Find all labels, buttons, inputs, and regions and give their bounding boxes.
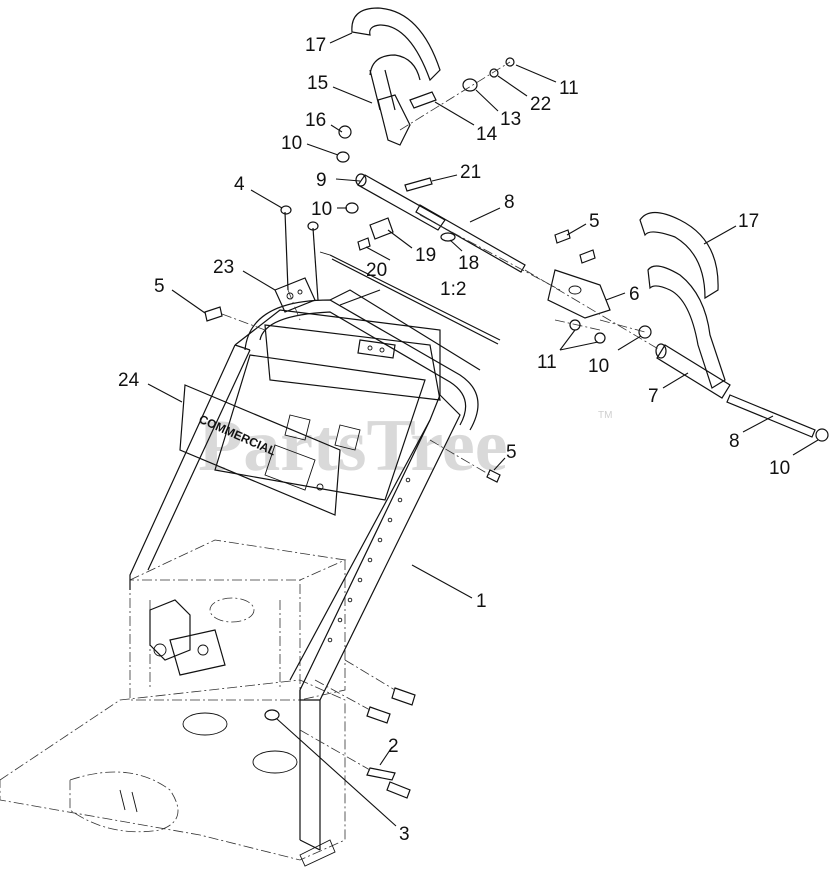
callout-3: 3 (399, 824, 410, 845)
leader-5a (566, 223, 587, 236)
callout-labels: 17 15 16 10 14 13 22 11 9 21 4 10 8 5 17… (118, 32, 819, 845)
callout-1: 1 (476, 591, 487, 612)
leader-3 (276, 718, 397, 827)
callout-15: 15 (307, 73, 328, 94)
callout-22: 22 (530, 94, 551, 115)
callout-5-upper: 5 (589, 211, 600, 232)
callout-20: 20 (366, 260, 387, 281)
leader-11b-1 (559, 329, 576, 351)
leader-11a (515, 64, 557, 83)
callout-24: 24 (118, 370, 140, 391)
leader-19 (387, 229, 413, 249)
callout-7: 7 (648, 386, 659, 407)
leader-15 (332, 86, 373, 104)
callout-8-top: 8 (504, 192, 515, 213)
base-plate (0, 679, 346, 867)
leader-21 (431, 174, 458, 182)
control-cable (319, 251, 501, 345)
leader-10a (306, 143, 339, 156)
callout-11-lower: 11 (537, 352, 557, 373)
handle-frame (129, 289, 481, 851)
callout-10-top: 10 (281, 133, 302, 154)
callout-21: 21 (460, 162, 481, 183)
callout-2: 2 (388, 736, 399, 757)
leader-24 (147, 383, 183, 403)
callout-19: 19 (415, 245, 436, 266)
leader-18 (449, 239, 463, 252)
leader-11b-2 (559, 341, 599, 351)
leader-8b (742, 415, 774, 433)
leader-20 (365, 246, 391, 261)
callout-11-top: 11 (559, 78, 579, 99)
callout-8-right: 8 (729, 431, 740, 452)
callout-6: 6 (629, 284, 640, 305)
watermark-trademark: TM (598, 410, 612, 421)
leader-9 (335, 178, 361, 182)
watermark: PartsTree (198, 405, 508, 487)
cable-ratio-label: 1:2 (440, 279, 466, 300)
callout-17-right: 17 (738, 211, 759, 232)
callout-17-top: 17 (305, 35, 326, 56)
leader-16 (330, 124, 343, 133)
decal-23 (274, 277, 316, 313)
callout-10-right: 10 (588, 356, 609, 377)
leader-14 (434, 101, 475, 126)
leader-1 (411, 564, 473, 599)
leader-6 (605, 292, 626, 301)
upper-grip-assembly (280, 7, 561, 321)
callout-5-left: 5 (154, 276, 165, 297)
leader-5c (493, 457, 506, 471)
leader-8a (469, 207, 501, 223)
leader-13 (475, 89, 499, 112)
leader-2 (379, 746, 393, 766)
leader-4 (250, 189, 283, 209)
callout-10-far-right: 10 (769, 458, 790, 479)
lower-fasteners (204, 306, 501, 799)
leader-10c (617, 335, 642, 351)
leader-10d (792, 439, 819, 456)
leader-17a (329, 32, 353, 44)
leader-23 (242, 270, 276, 291)
callout-23: 23 (213, 257, 234, 278)
leader-22 (497, 75, 528, 97)
callout-10-mid: 10 (311, 199, 332, 220)
leader-5b (171, 289, 206, 314)
callout-18: 18 (458, 253, 479, 274)
callout-13: 13 (500, 109, 521, 130)
leader-17b (703, 225, 737, 245)
callout-9: 9 (316, 170, 327, 191)
callout-14: 14 (476, 124, 498, 145)
leader-7 (662, 372, 689, 389)
callout-4: 4 (234, 174, 245, 195)
right-grip-assembly (524, 211, 829, 442)
callout-16: 16 (305, 110, 326, 131)
callout-5-lower: 5 (506, 442, 517, 463)
